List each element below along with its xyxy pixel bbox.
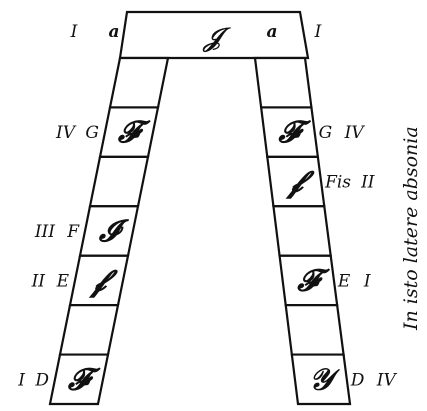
right-cell-roman: IV [376,370,398,390]
left-cell-letter: D [34,370,49,390]
right-cell [284,304,345,356]
top-cap: 𝒥 I a a I [70,10,322,60]
right-cell-letter: D [350,370,365,390]
side-text: In isto latere absonia [400,126,422,331]
left-cell [88,155,150,208]
left-cell-roman: I [17,370,25,390]
left-cell [58,304,120,356]
top-letter-left: a [108,22,119,42]
top-letter-right: a [266,22,277,42]
left-cell-letter: F [66,222,80,242]
right-cell [272,205,332,257]
left-cell [108,56,170,109]
left-cell-roman: III [34,222,55,242]
right-cell-letter: Fis [324,173,351,193]
right-cell-letter: G [319,123,333,143]
right-cell-letter: E [337,271,351,291]
left-cell-letter: G [85,123,99,143]
top-cap-box [118,10,310,60]
left-cell-roman: IV [55,123,77,143]
right-cell-roman: I [363,271,371,291]
left-cell [48,353,110,406]
right-cell-roman: IV [344,123,366,143]
left-cell-letter: E [56,271,70,291]
left-cell-roman: II [31,271,46,291]
right-cell [290,353,352,406]
right-cell [253,56,313,109]
top-roman-left: I [70,22,78,42]
top-roman-right: I [314,22,322,42]
right-cell-roman: II [360,173,375,193]
